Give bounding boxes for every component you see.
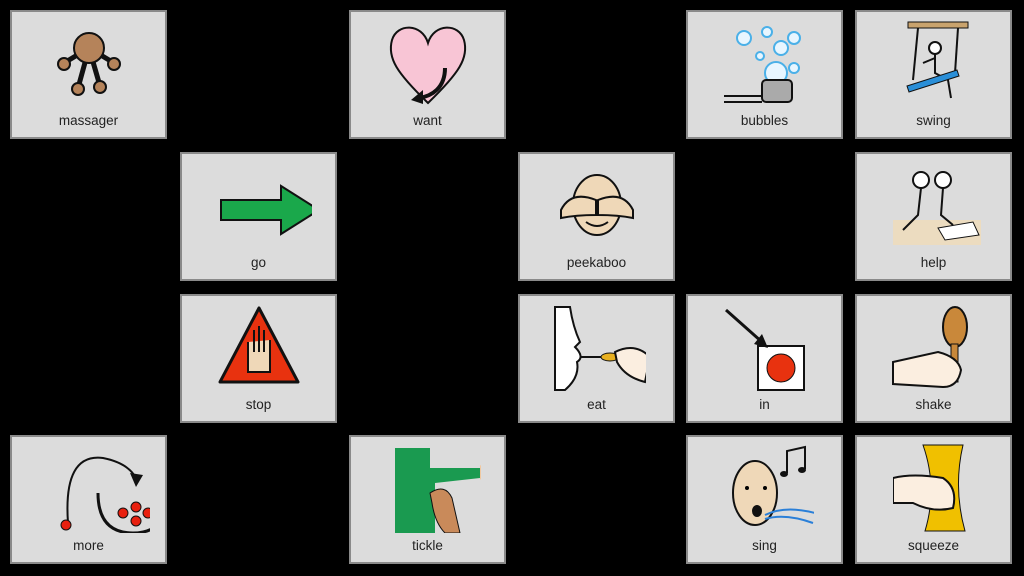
tile-go[interactable]: go — [180, 152, 337, 281]
sing-icon — [732, 445, 814, 526]
tile-label: more — [73, 538, 104, 553]
tile-swing[interactable]: swing — [855, 10, 1012, 139]
tile-label: sing — [752, 538, 777, 553]
tile-label: help — [920, 255, 947, 270]
massager-icon — [57, 32, 121, 96]
tile-label: go — [250, 255, 267, 270]
eat-icon — [554, 306, 646, 391]
tile-label: bubbles — [740, 113, 789, 128]
help-icon — [893, 171, 981, 245]
tile-shake[interactable]: shake — [855, 294, 1012, 423]
tile-massager[interactable]: massager — [10, 10, 167, 139]
stop-icon — [218, 306, 300, 384]
more-icon — [60, 456, 150, 533]
tile-help[interactable]: help — [855, 152, 1012, 281]
tile-tickle[interactable]: tickle — [349, 435, 506, 564]
tile-label: want — [413, 113, 442, 128]
swing-icon — [906, 21, 969, 99]
tile-label: swing — [916, 113, 951, 128]
tile-label: tickle — [412, 538, 443, 553]
shake-icon — [892, 306, 968, 389]
tile-more[interactable]: more — [10, 435, 167, 564]
tile-label: stop — [245, 397, 272, 412]
arrow-right-icon — [220, 184, 312, 236]
tile-label: massager — [58, 113, 119, 128]
tile-squeeze[interactable]: squeeze — [855, 435, 1012, 564]
tile-want[interactable]: want — [349, 10, 506, 139]
tile-bubbles[interactable]: bubbles — [686, 10, 843, 139]
tile-label: shake — [915, 397, 952, 412]
tile-eat[interactable]: eat — [518, 294, 675, 423]
tile-label: in — [759, 397, 770, 412]
tile-label: squeeze — [907, 538, 960, 553]
tile-label: eat — [587, 397, 606, 412]
squeeze-icon — [893, 444, 966, 532]
in-icon — [725, 308, 805, 391]
tile-label: peekaboo — [566, 255, 627, 270]
tile-stop[interactable]: stop — [180, 294, 337, 423]
tile-in[interactable]: in — [686, 294, 843, 423]
heart-icon — [389, 26, 467, 105]
tile-sing[interactable]: sing — [686, 435, 843, 564]
tickle-icon — [395, 448, 481, 533]
tile-peekaboo[interactable]: peekaboo — [518, 152, 675, 281]
peekaboo-icon — [560, 174, 634, 236]
bubbles-icon — [724, 26, 801, 103]
